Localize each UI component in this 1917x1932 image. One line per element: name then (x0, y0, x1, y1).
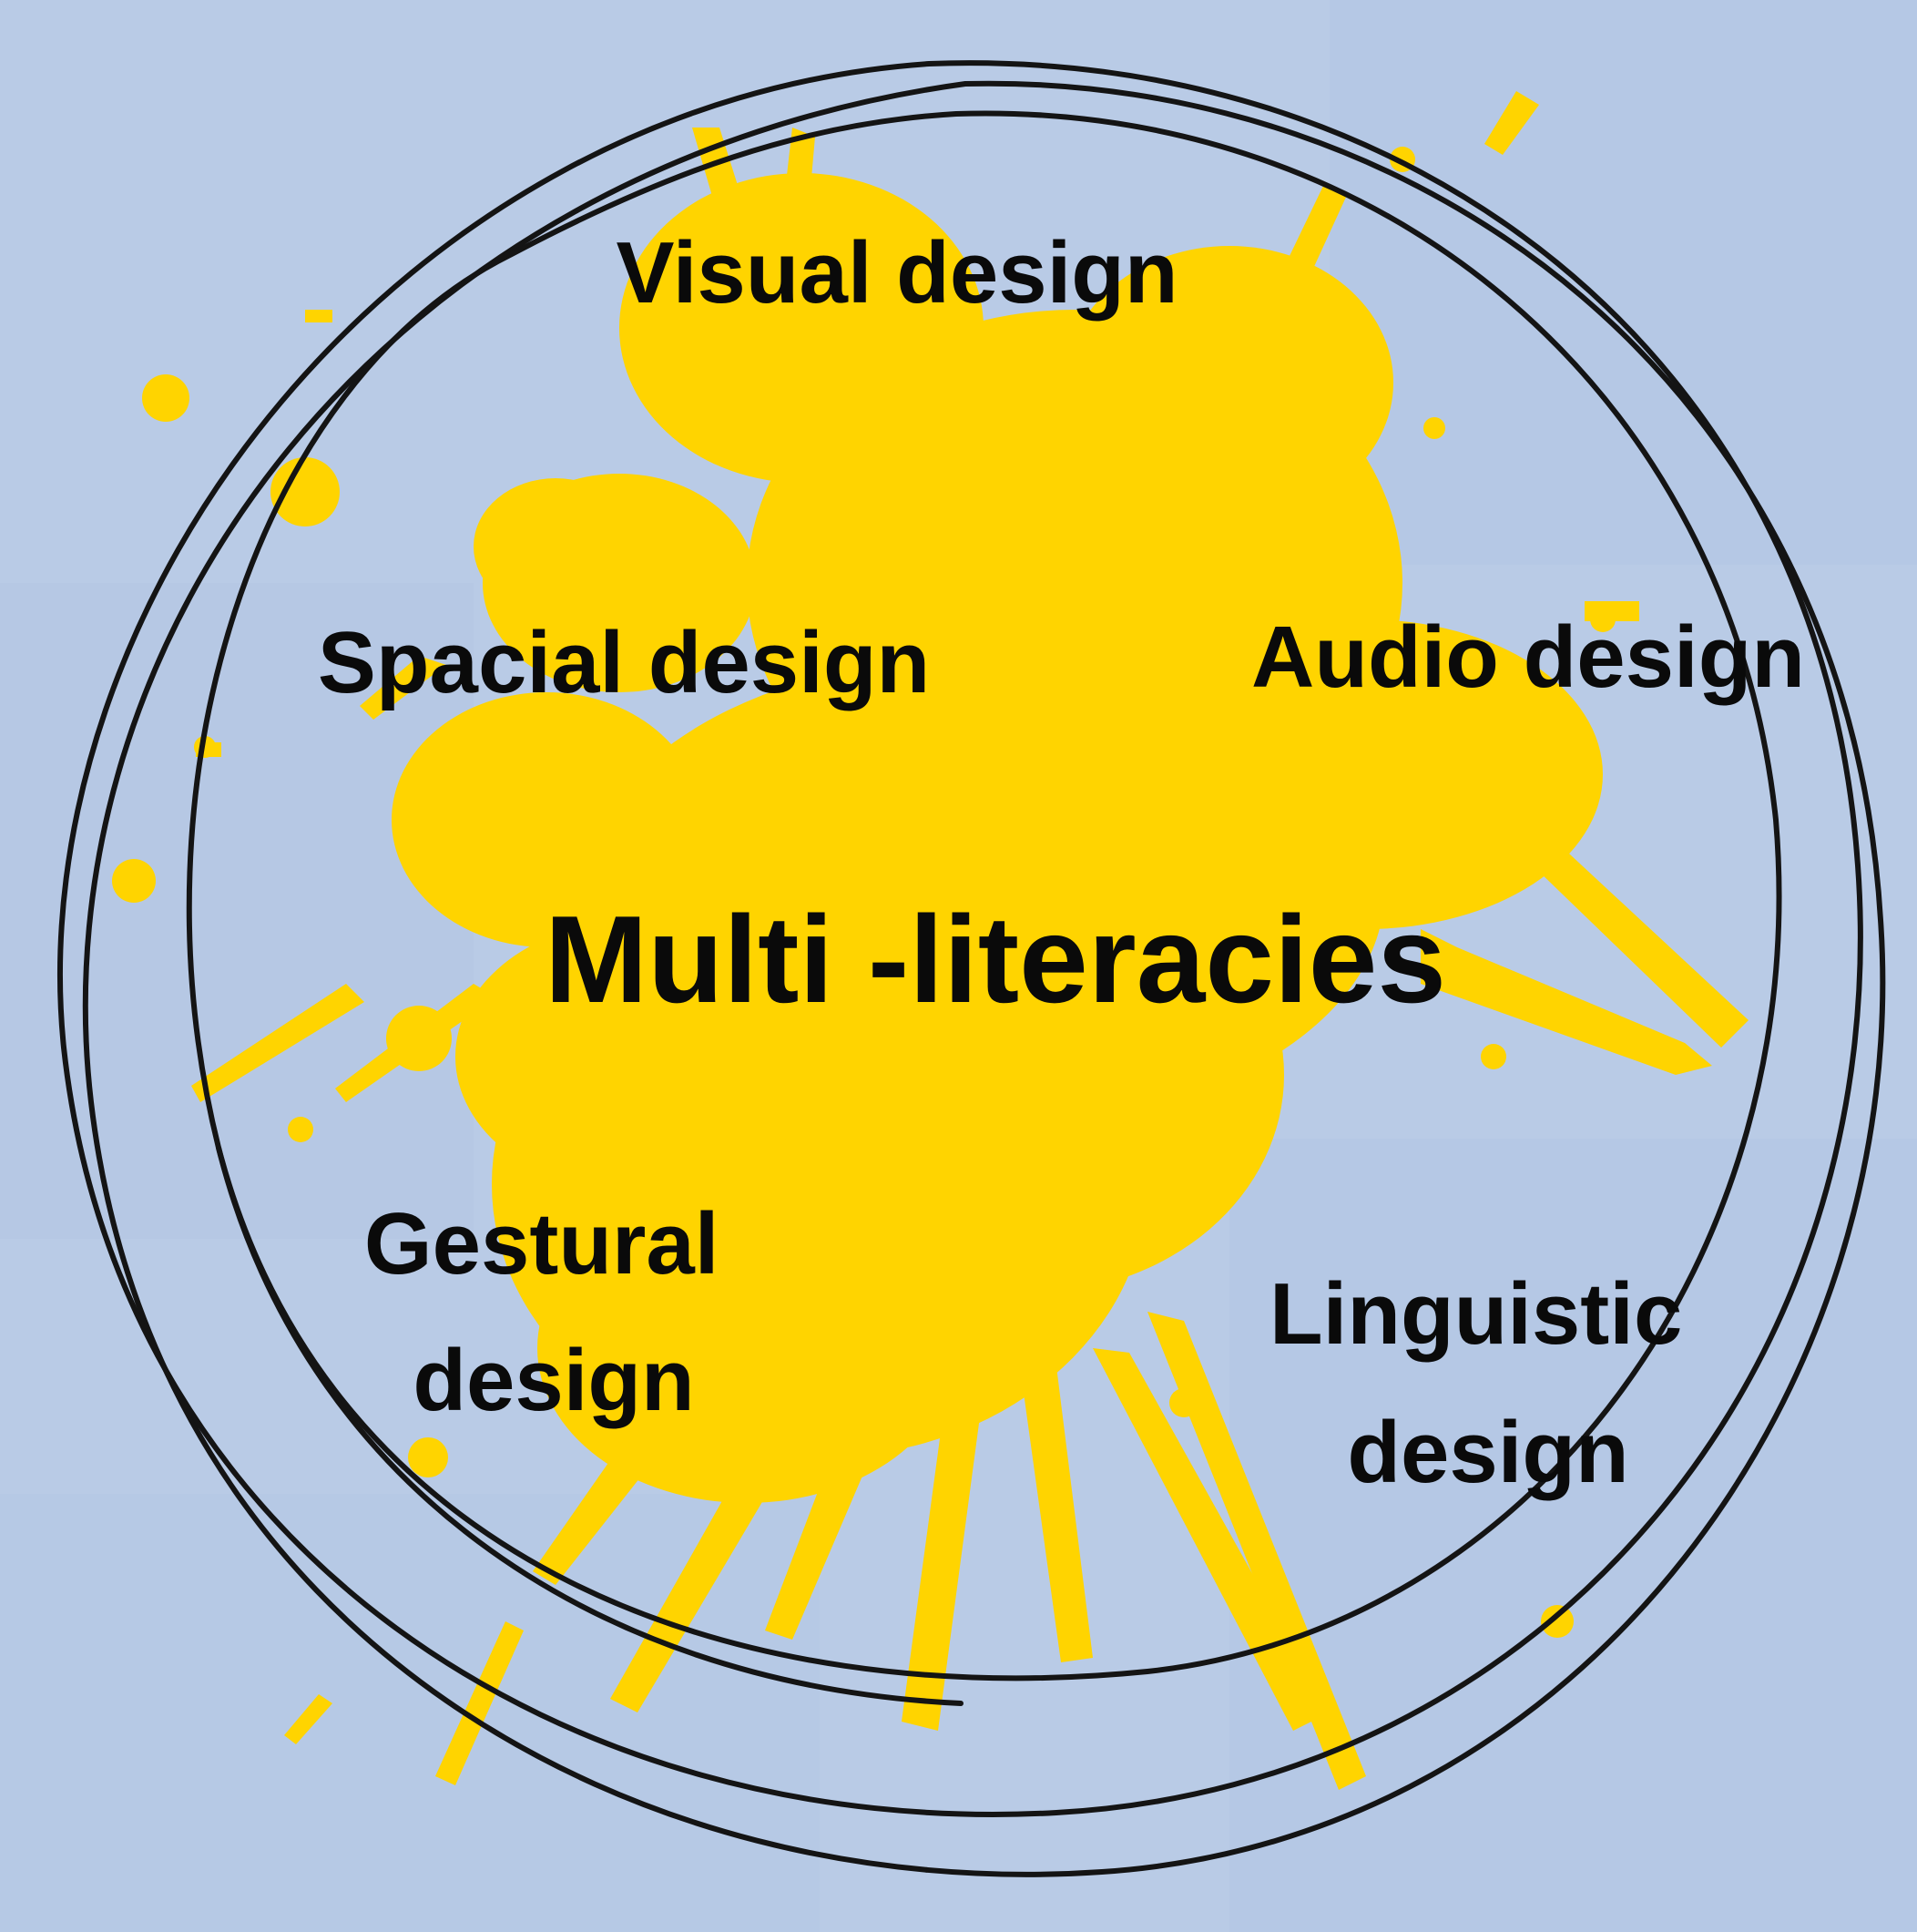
visual-design-label-line: Visual design (616, 224, 1178, 322)
mode-labels: Visual design Spacial design Audio desig… (318, 224, 1805, 1501)
gestural-design-label-line-2: design (413, 1332, 694, 1429)
linguistic-design-label-line-1: Linguistic (1270, 1265, 1682, 1363)
scribble-ring-inner (186, 110, 1782, 1682)
gestural-design-label: Gestural design (364, 1195, 743, 1429)
multiliteracies-label: Multi -literacies (545, 890, 1446, 1028)
paint-splash-icon (112, 91, 1749, 1790)
background-panel (1330, 0, 1917, 565)
background-panel (1229, 1139, 1917, 1932)
scribble-ring-tail (216, 1145, 964, 1706)
background-panel (0, 1494, 820, 1932)
spacial-design-label-line: Spacial design (318, 614, 930, 711)
audio-design-label-line: Audio design (1251, 608, 1805, 706)
linguistic-design-label-line-2: design (1347, 1404, 1628, 1501)
scribble-circle-icon (57, 60, 1886, 1877)
audio-design-label: Audio design (1251, 608, 1805, 706)
gestural-design-label-line-1: Gestural (364, 1195, 719, 1293)
linguistic-design-label: Linguistic design (1270, 1265, 1707, 1501)
scribble-ring-middle (57, 60, 1863, 1817)
spacial-design-label: Spacial design (318, 614, 930, 711)
visual-design-label: Visual design (616, 224, 1178, 322)
